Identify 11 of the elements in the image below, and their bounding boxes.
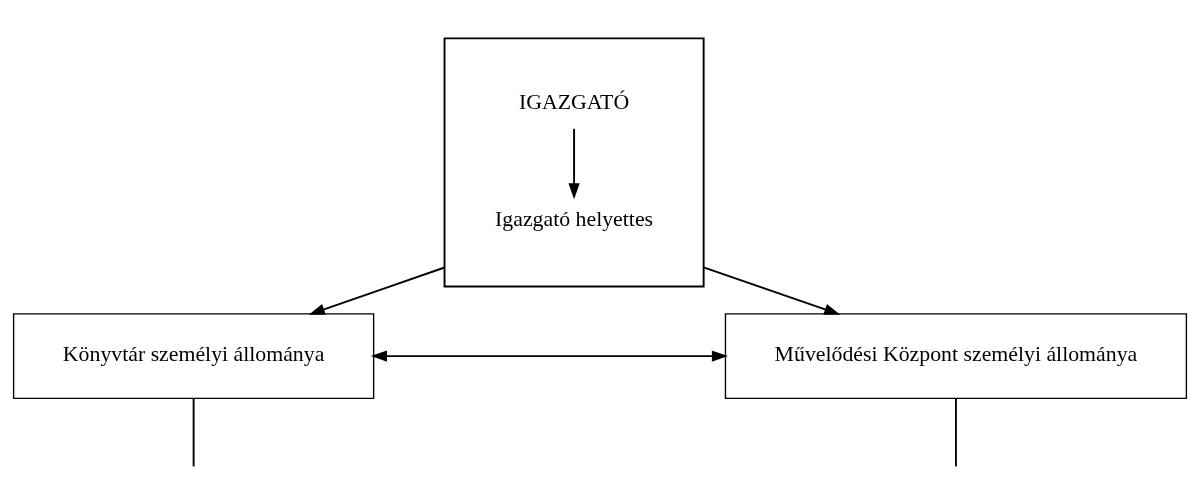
arrow <box>308 266 446 315</box>
connector <box>954 397 957 468</box>
node-box: Művelődési Központ személyi állománya <box>724 313 1188 400</box>
node-box: Könyvtár személyi állománya <box>12 313 375 400</box>
node-text: IGAZGATÓ <box>519 90 630 114</box>
cluster <box>443 37 705 288</box>
arrow <box>702 266 841 315</box>
arrow <box>568 127 580 200</box>
arrow <box>370 350 728 362</box>
connector <box>192 397 195 468</box>
node-text: Igazgató helyettes <box>495 207 654 232</box>
